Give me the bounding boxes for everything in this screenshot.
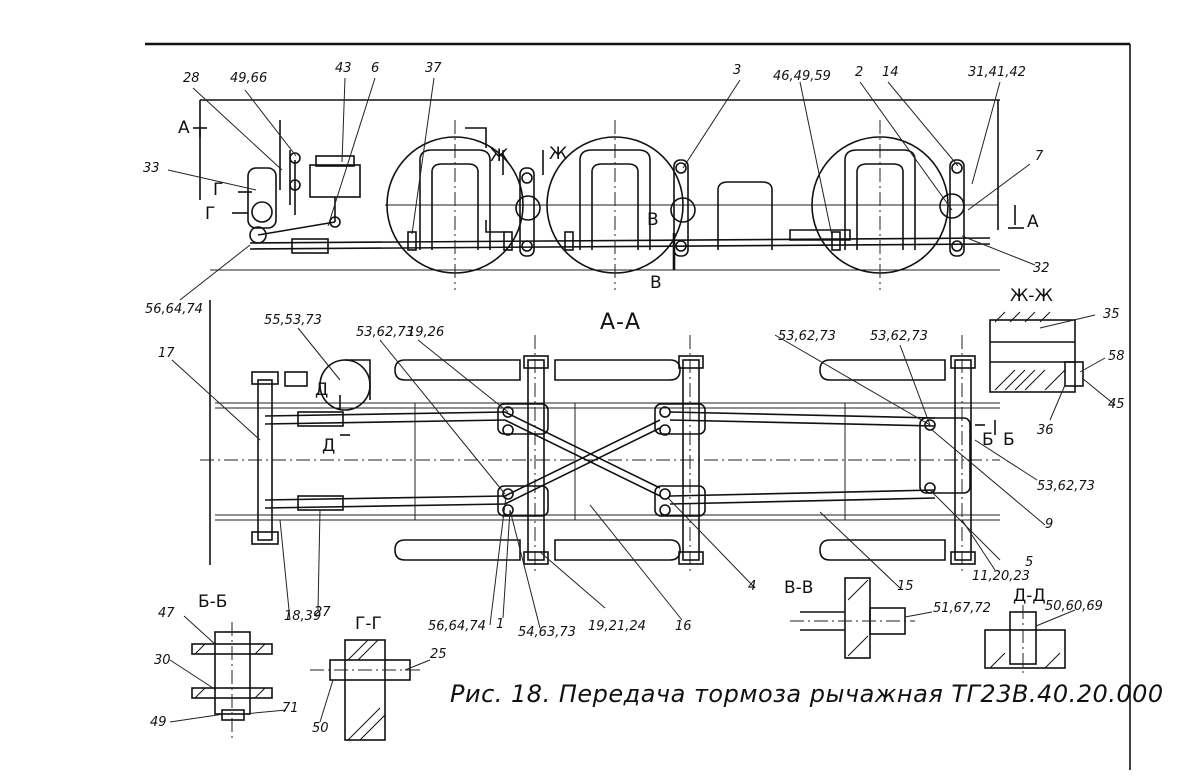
section-mark-b-left: Б <box>982 430 994 450</box>
part-label-36: 36 <box>1037 423 1054 438</box>
part-label-3: 3 <box>733 63 742 78</box>
section-mark-a-left: А <box>178 118 190 138</box>
section-title-b-b: Б-Б <box>198 592 228 612</box>
section-title-v-v: В-В <box>784 578 814 598</box>
part-label-53-62-73-c: 53,62,73 <box>870 329 928 344</box>
part-label-27: 27 <box>314 605 331 620</box>
part-label-47: 47 <box>158 606 175 621</box>
part-label-58: 58 <box>1108 349 1125 364</box>
plan-view <box>200 300 1000 575</box>
section-mark-zh-right: Ж <box>549 144 568 164</box>
part-label-50-60-69: 50,60,69 <box>1045 599 1103 614</box>
section-mark-v-top: В <box>647 210 659 230</box>
section-title-d-d: Д-Д <box>1013 586 1046 606</box>
part-label-50: 50 <box>312 721 329 736</box>
part-label-49-66: 49,66 <box>230 71 268 86</box>
part-label-56-64-74-top: 56,64,74 <box>145 302 203 317</box>
part-label-7: 7 <box>1035 149 1044 164</box>
part-label-19-26: 19,26 <box>407 325 445 340</box>
bb-detail <box>191 622 273 740</box>
part-label-9: 9 <box>1045 517 1054 532</box>
part-label-45: 45 <box>1108 397 1125 412</box>
part-label-46-49-59: 46,49,59 <box>773 69 831 84</box>
side-view <box>193 99 1024 290</box>
part-label-51-67-72: 51,67,72 <box>933 601 991 616</box>
section-title-a-a: А-А <box>600 310 642 335</box>
section-mark-d-top: Д <box>315 380 329 400</box>
dd-detail <box>984 605 1066 675</box>
part-label-30: 30 <box>154 653 171 668</box>
part-label-31-41-42: 31,41,42 <box>968 65 1026 80</box>
part-label-71: 71 <box>282 701 299 716</box>
gg-detail <box>310 639 420 741</box>
part-label-17: 17 <box>158 346 175 361</box>
part-label-5: 5 <box>1025 555 1034 570</box>
frame-lines <box>145 42 1131 770</box>
section-mark-b-right: Б <box>1003 430 1015 450</box>
vv-detail <box>790 577 915 659</box>
zh-zh-detail <box>989 311 1084 393</box>
part-label-56-64-74-bottom: 56,64,74 <box>428 619 486 634</box>
part-label-53-62-73-d: 53,62,73 <box>1037 479 1095 494</box>
part-label-15: 15 <box>897 579 914 594</box>
part-label-43: 43 <box>335 61 352 76</box>
part-label-54-63-73: 54,63,73 <box>518 625 576 640</box>
part-label-28: 28 <box>183 71 200 86</box>
section-mark-a-right: А <box>1027 212 1039 232</box>
part-label-4: 4 <box>748 579 757 594</box>
part-label-25: 25 <box>430 647 447 662</box>
part-label-53-62-73-a: 53,62,73 <box>356 325 414 340</box>
section-mark-d-bottom: Д <box>322 436 336 456</box>
section-mark-g-top: Г <box>213 180 224 200</box>
part-label-6: 6 <box>371 61 380 76</box>
section-mark-zh-left: Ж <box>490 146 509 166</box>
section-mark-g-bottom: Г <box>205 204 216 224</box>
figure-caption: Рис. 18. Передача тормоза рычажная ТГ23В… <box>450 680 1164 708</box>
part-label-32: 32 <box>1033 261 1050 276</box>
part-label-18-39: 18,39 <box>284 609 322 624</box>
part-label-14: 14 <box>882 65 899 80</box>
part-label-49: 49 <box>150 715 167 730</box>
part-label-1: 1 <box>496 617 505 632</box>
part-label-16: 16 <box>675 619 692 634</box>
part-label-53-62-73-b: 53,62,73 <box>778 329 836 344</box>
section-title-g-g: Г-Г <box>355 614 382 634</box>
leader-lines <box>167 77 1116 723</box>
part-label-35: 35 <box>1103 307 1120 322</box>
part-label-55-53-73: 55,53,73 <box>264 313 322 328</box>
section-mark-v-bottom: В <box>650 273 662 293</box>
part-label-19-21-24: 19,21,24 <box>588 619 646 634</box>
part-label-33: 33 <box>143 161 160 176</box>
section-title-zh-zh: Ж-Ж <box>1010 286 1053 306</box>
part-label-11-20-23: 11,20,23 <box>972 569 1030 584</box>
part-label-2: 2 <box>855 65 864 80</box>
part-label-37: 37 <box>425 61 442 76</box>
